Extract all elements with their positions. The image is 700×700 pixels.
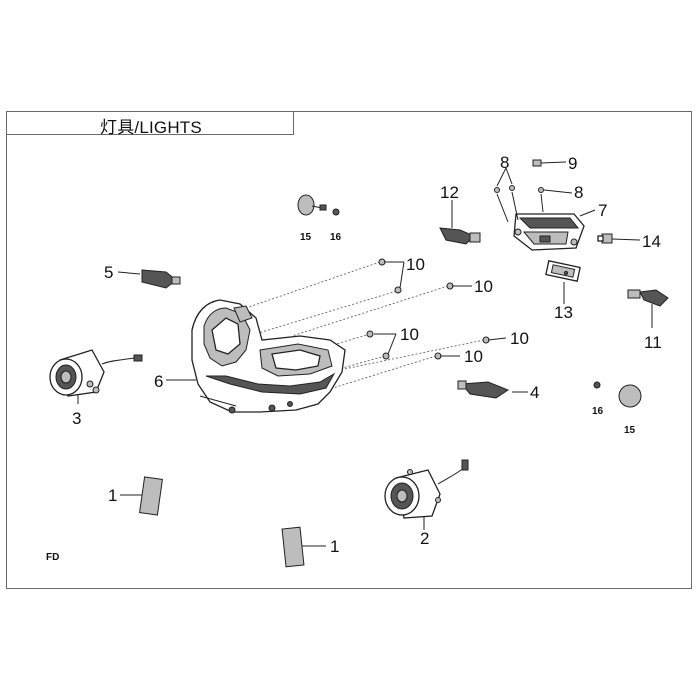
turn-signal-right [627, 289, 669, 307]
callout-5: 5 [104, 263, 113, 282]
tail-light [513, 213, 585, 251]
callout-11: 11 [644, 333, 662, 352]
callout-10e: 10 [464, 347, 483, 366]
screws-10 [366, 258, 490, 360]
callout-13: 13 [554, 303, 573, 322]
callout-10a: 10 [406, 255, 425, 274]
turn-signal-top [439, 227, 481, 245]
callout-1a: 1 [108, 486, 117, 505]
connector [597, 233, 613, 244]
leader-lines [77, 161, 653, 547]
callout-7: 7 [598, 201, 607, 220]
diagram-title: 灯具/LIGHTS [100, 118, 202, 137]
callout-14: 14 [642, 232, 661, 251]
turn-signal-left [141, 269, 181, 289]
tail-light-screws [494, 159, 544, 223]
license-plate-light [545, 260, 581, 282]
callout-10d: 10 [510, 329, 529, 348]
headlight-assembly [191, 299, 346, 414]
callout-8b: 8 [574, 183, 583, 202]
callout-12: 12 [440, 183, 459, 202]
callout-9: 9 [568, 154, 577, 173]
callout-6: 6 [154, 372, 163, 391]
callout-15a: 15 [300, 232, 312, 243]
callout-2: 2 [420, 529, 429, 548]
callout-1b: 1 [330, 537, 339, 556]
callout-16a: 16 [330, 232, 342, 243]
callout-10b: 10 [474, 277, 493, 296]
projector-lamp-left [49, 349, 143, 397]
callout-numbers: 5 6 3 4 2 1 1 10 10 10 10 10 12 11 13 14… [72, 153, 662, 556]
reflector-strip-left [139, 476, 163, 516]
callout-10c: 10 [400, 325, 419, 344]
callout-4: 4 [530, 383, 539, 402]
callout-8a: 8 [500, 153, 509, 172]
reflector-strip-bottom [281, 526, 305, 568]
title-box [6, 111, 294, 135]
projector-lamp-center [384, 459, 469, 519]
reflector-top [297, 194, 340, 216]
logo-mark: FD [46, 552, 59, 563]
callout-3: 3 [72, 409, 81, 428]
logo-text: FD [46, 552, 59, 563]
callout-15b: 15 [624, 425, 636, 436]
reflector-bottom [593, 381, 642, 408]
diagram-frame [6, 111, 692, 589]
turn-signal-middle [457, 380, 510, 399]
callout-16b: 16 [592, 406, 604, 417]
